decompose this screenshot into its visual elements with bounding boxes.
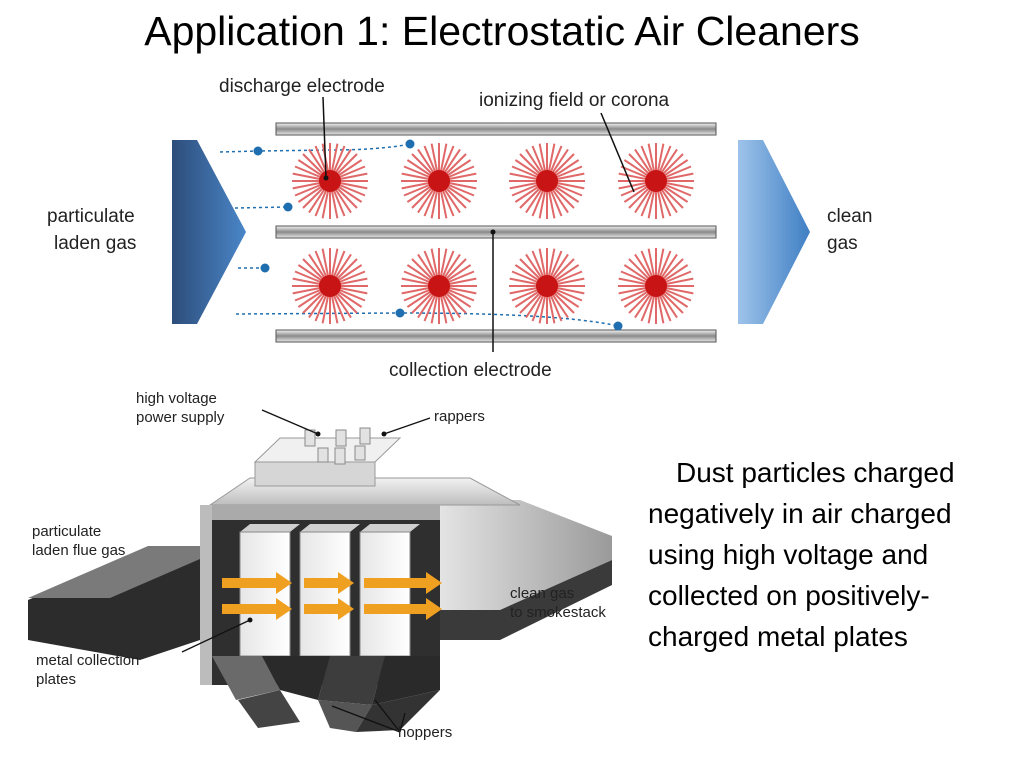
inlet-flow-arrow bbox=[172, 140, 246, 324]
label-rappers: rappers bbox=[434, 408, 485, 425]
charged-particles bbox=[253, 139, 623, 331]
label-plates-line1: metal collection bbox=[36, 652, 139, 669]
label-clean-gas-line2: to smokestack bbox=[510, 604, 606, 621]
label-clean-gas-line1: clean gas bbox=[510, 585, 574, 602]
bottom-precipitator-cutaway: high voltage power supply rappers partic… bbox=[28, 390, 612, 741]
collection-plate-top bbox=[275, 122, 717, 136]
label-hv-line2: power supply bbox=[136, 409, 225, 426]
slide-title: Application 1: Electrostatic Air Cleaner… bbox=[144, 8, 860, 54]
outlet-flow-arrow bbox=[738, 140, 810, 324]
hoppers bbox=[212, 656, 440, 732]
outlet-duct bbox=[430, 500, 612, 610]
bottom-leader-lines bbox=[181, 409, 431, 733]
label-hv-line1: high voltage bbox=[136, 390, 217, 407]
label-discharge-electrode: discharge electrode bbox=[219, 76, 385, 97]
metal-collection-plates bbox=[239, 524, 420, 657]
label-inlet-line1: particulate bbox=[47, 206, 135, 227]
label-plates-line2: plates bbox=[36, 671, 76, 688]
label-ionizing-field: ionizing field or corona bbox=[479, 90, 670, 111]
collection-plate-bottom bbox=[275, 329, 717, 343]
label-outlet-line2: gas bbox=[827, 233, 858, 254]
label-inlet-line2: laden gas bbox=[54, 233, 136, 254]
label-hoppers: hoppers bbox=[398, 724, 452, 741]
description-content: Dust particles charged negatively in air… bbox=[648, 457, 955, 652]
top-precipitator-diagram: discharge electrode ionizing field or co… bbox=[47, 76, 872, 381]
label-collection-electrode: collection electrode bbox=[389, 360, 552, 381]
gas-flow-arrows bbox=[222, 572, 442, 620]
collection-plate-middle bbox=[275, 225, 717, 239]
label-flue-inlet-line2: laden flue gas bbox=[32, 542, 125, 559]
top-leader-lines bbox=[322, 96, 635, 352]
description-text: Dust particles charged negatively in air… bbox=[648, 452, 1024, 657]
label-flue-inlet-line1: particulate bbox=[32, 523, 101, 540]
label-outlet-line1: clean bbox=[827, 206, 872, 227]
rapper-posts bbox=[304, 427, 371, 465]
